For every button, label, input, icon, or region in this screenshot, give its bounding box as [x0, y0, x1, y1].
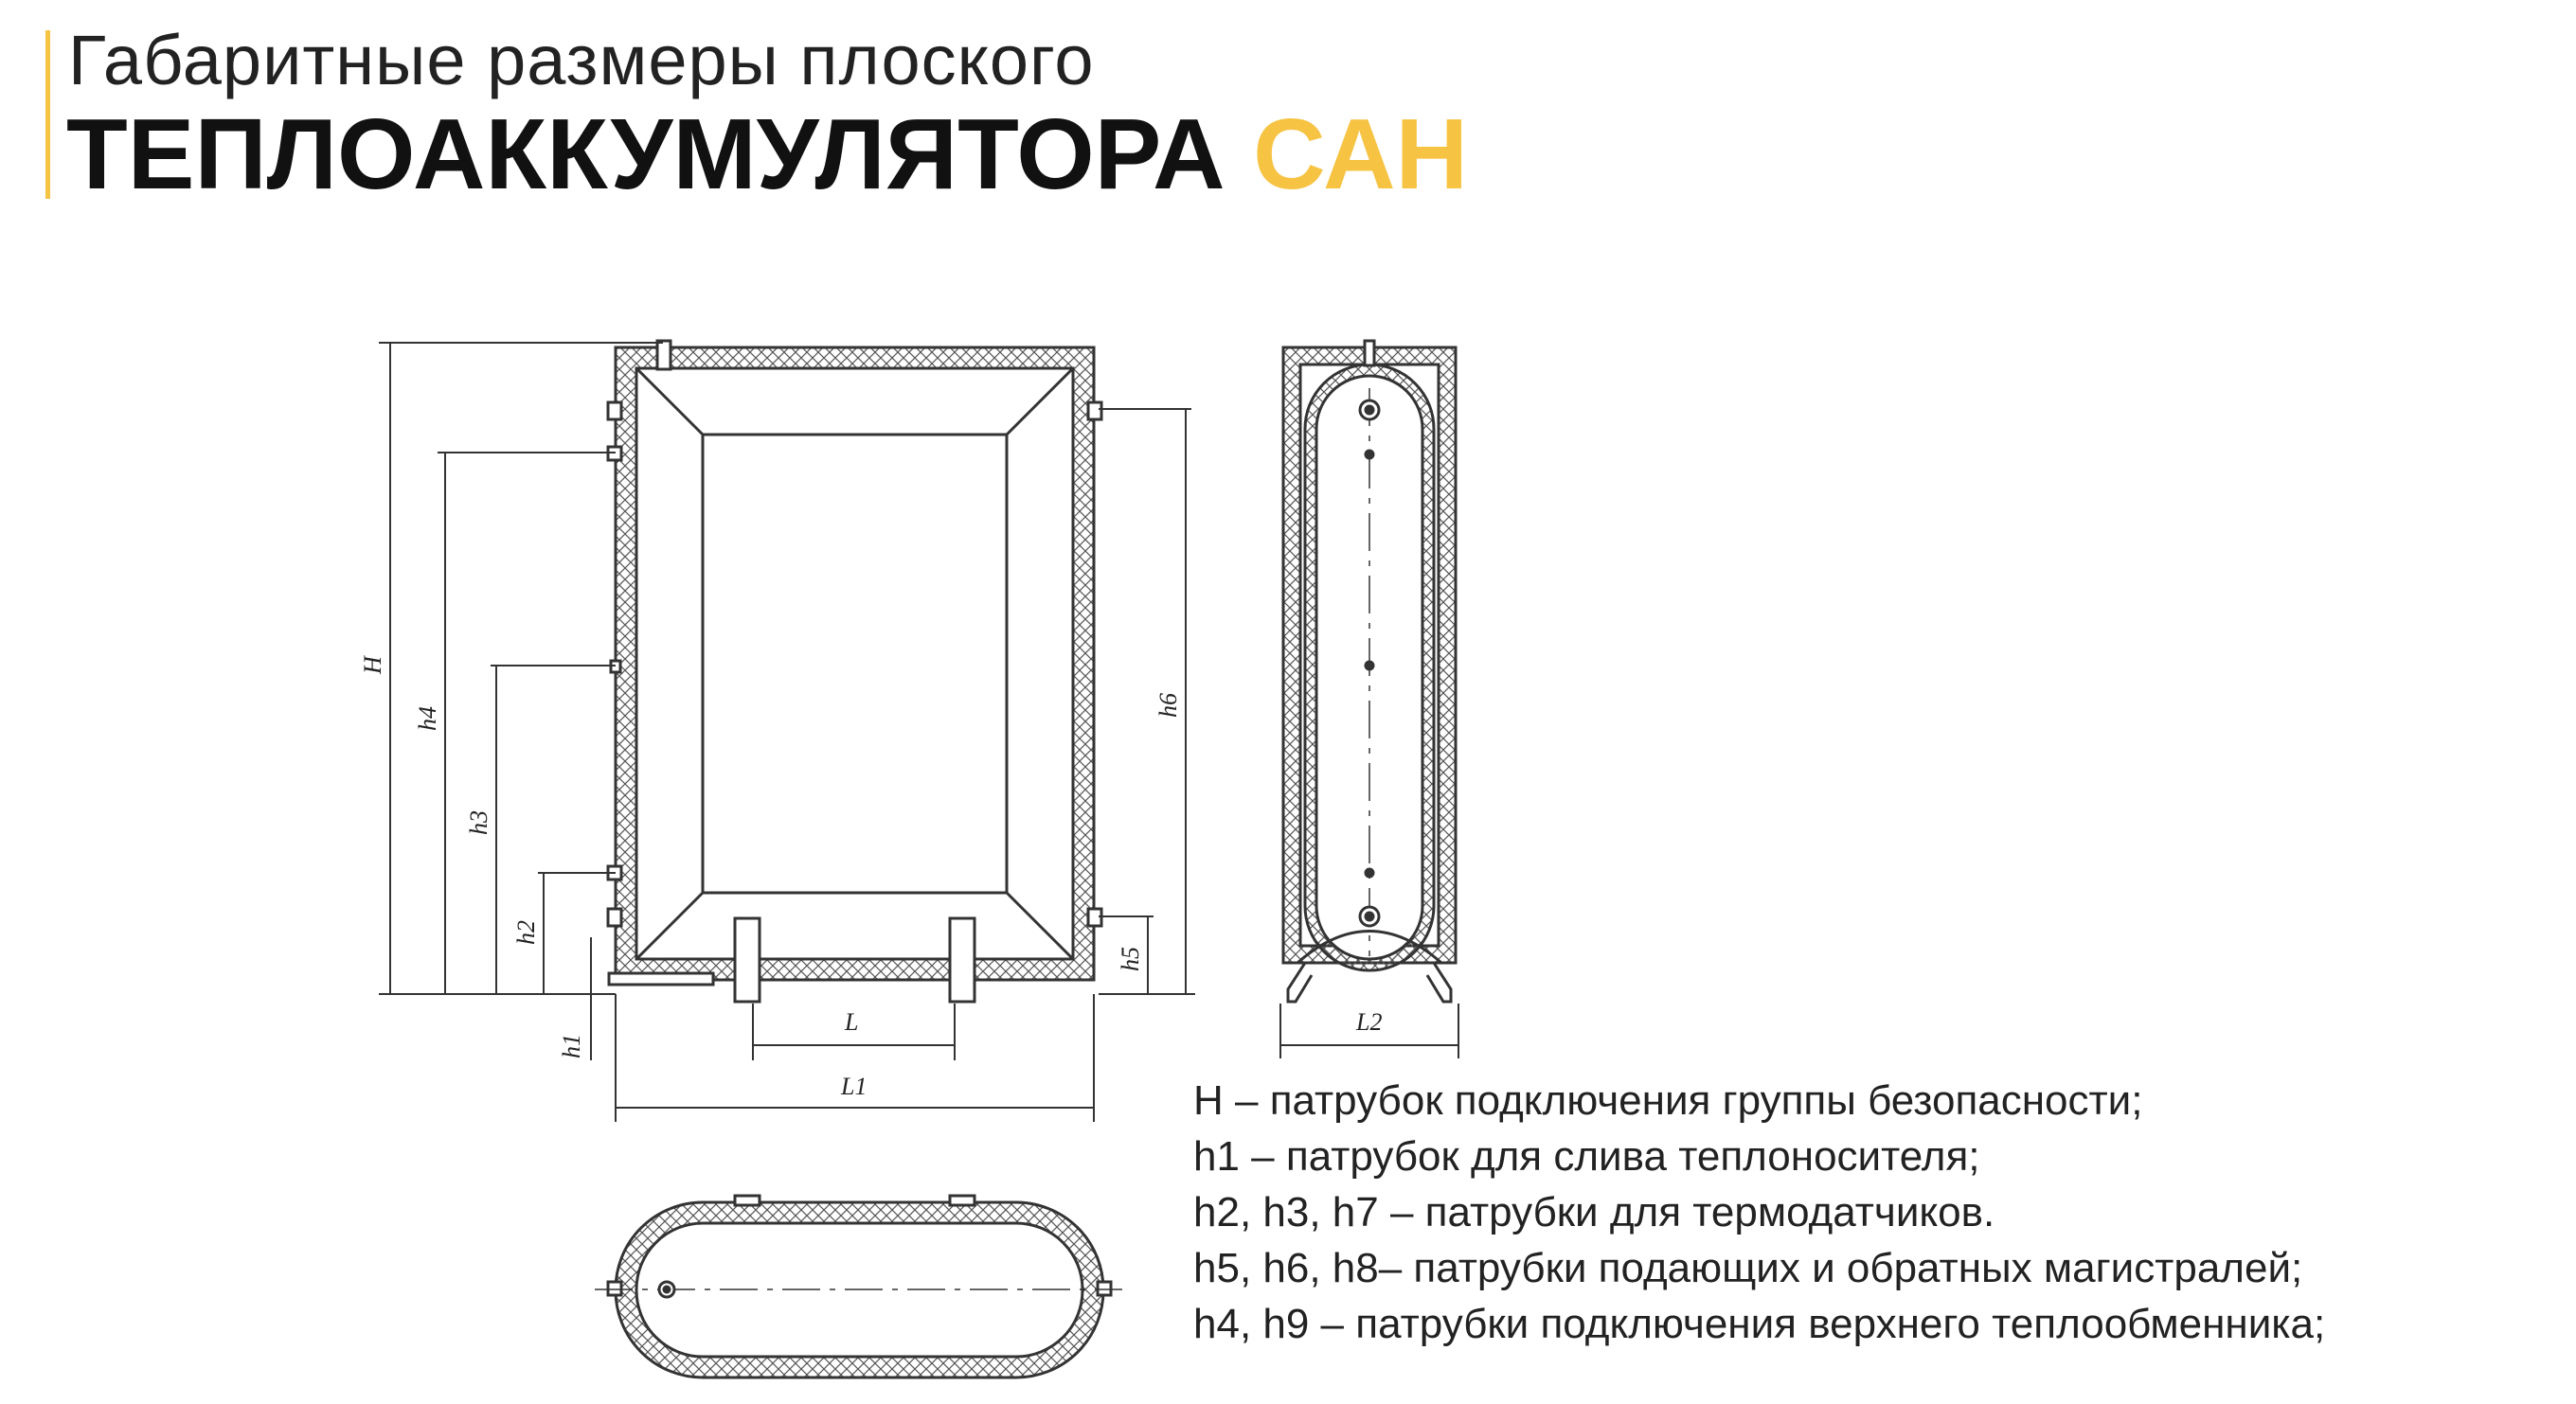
page-title-line1: Габаритные размеры плоского: [68, 21, 1095, 99]
dim-label-h3: h3: [465, 810, 492, 835]
dim-label-h4: h4: [414, 706, 441, 731]
front-view: [606, 339, 1103, 1004]
side-dimensions: [1279, 1004, 1459, 1058]
title-accent-bar: [45, 30, 50, 199]
drain-pipe: [607, 971, 715, 986]
page-title-accent: САН: [1253, 98, 1469, 210]
front-leg-left: [733, 916, 761, 1004]
dim-label-h6: h6: [1154, 693, 1182, 718]
side-view: [1281, 339, 1458, 1004]
page-title-line2: ТЕПЛОАККУМУЛЯТОРА САН: [66, 98, 1468, 210]
dim-label-h2: h2: [512, 920, 540, 945]
top-view: [595, 1194, 1122, 1379]
dim-label-L1: L1: [840, 1073, 867, 1100]
front-leg-right: [948, 916, 976, 1004]
dim-label-h1: h1: [558, 1034, 585, 1058]
legend-item: h4, h9 – патрубки подключения верхнего т…: [1193, 1301, 2326, 1347]
dim-label-h5: h5: [1117, 947, 1144, 971]
legend-item: h5, h6, h8– патрубки подающих и обратных…: [1193, 1245, 2303, 1291]
dim-label-L: L: [844, 1008, 858, 1036]
legend-item: h1 – патрубок для слива теплоносителя;: [1193, 1133, 1980, 1180]
dim-label-L2: L2: [1355, 1008, 1382, 1036]
legend-item: h2, h3, h7 – патрубки для термодатчиков.: [1193, 1189, 1995, 1235]
side-support: [1297, 930, 1442, 965]
page-title-main: ТЕПЛОАККУМУЛЯТОРА: [66, 98, 1225, 210]
top-pipe: [655, 339, 672, 371]
legend: H – патрубок подключения группы безопасн…: [1193, 1073, 2557, 1352]
front-dimensions: [379, 342, 1195, 1122]
front-tank-outer: [635, 366, 1075, 961]
front-tank-inner: [701, 433, 1009, 895]
dim-label-H: H: [359, 655, 386, 675]
legend-item: H – патрубок подключения группы безопасн…: [1193, 1077, 2143, 1124]
